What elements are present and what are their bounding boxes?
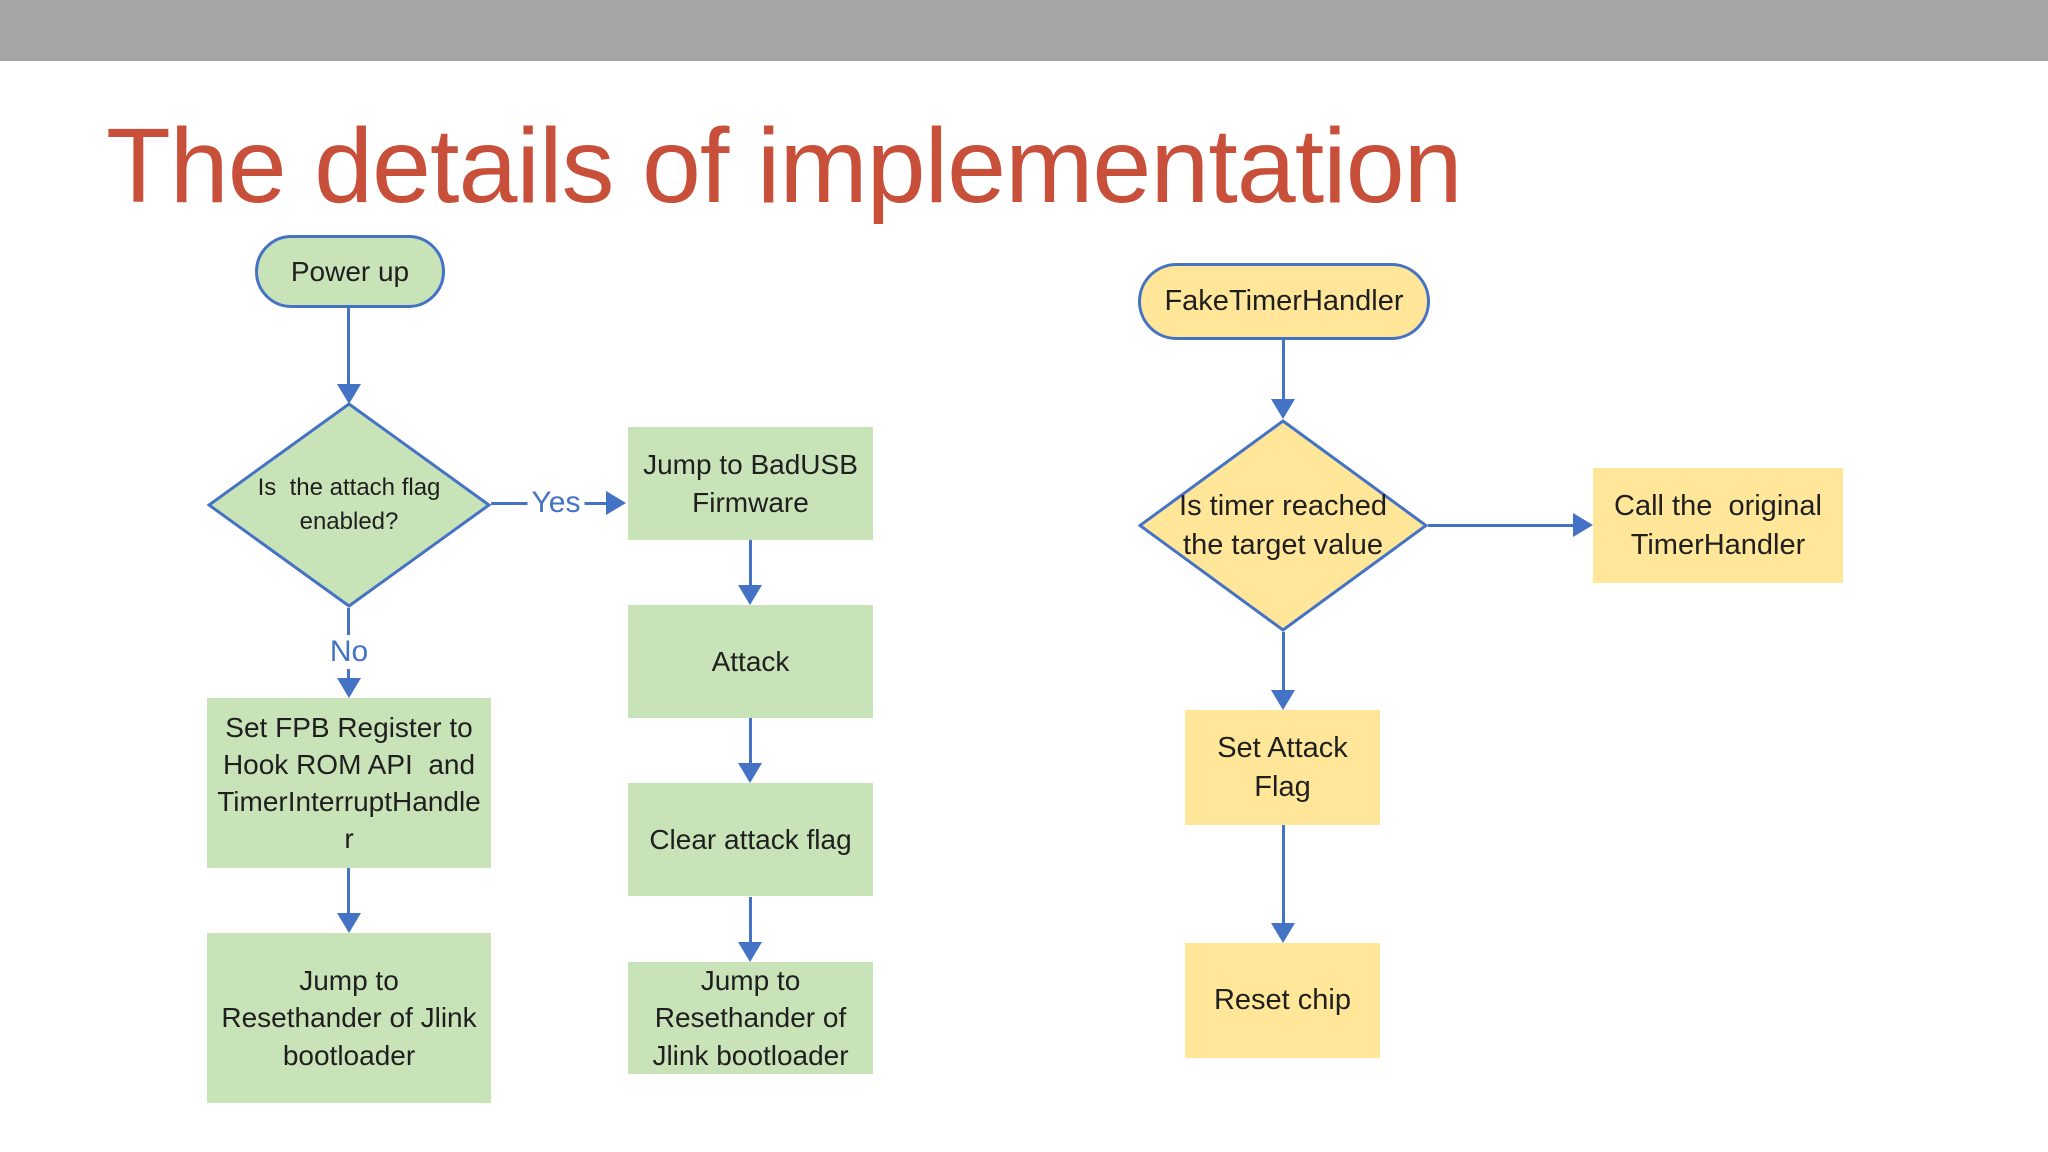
connector-clear-to-jump [749, 897, 752, 944]
arrowhead-down-icon [738, 763, 762, 783]
node-call-original-timerhandler-label: Call the original TimerHandler [1614, 489, 1830, 561]
connector-faketimer-to-decision [1282, 340, 1285, 401]
diamond-shape [1138, 419, 1428, 632]
node-timer-decision: Is timer reached the target value [1138, 419, 1428, 632]
node-attack-label: Attack [711, 645, 790, 677]
node-jump-resethander-mid-label: Jump to Resethander of Jlink bootloader [652, 965, 849, 1071]
node-clear-attack-flag-label: Clear attack flag [649, 823, 852, 855]
connector-setfpb-to-jump [347, 868, 350, 915]
slide-title: The details of implementation [106, 107, 1463, 225]
diamond-shape [207, 402, 491, 608]
node-timer-decision-label: Is timer reached the target value [1179, 489, 1396, 561]
node-power-up: Power up [255, 235, 445, 308]
node-attach-flag-decision-label: Is the attach flag enabled? [257, 474, 448, 535]
node-clear-attack-flag: Clear attack flag [628, 783, 873, 896]
yes-branch-label: Yes [527, 486, 585, 520]
connector-attack-to-clear [749, 718, 752, 765]
node-call-original-timerhandler: Call the original TimerHandler [1593, 468, 1843, 583]
node-set-attack-flag: Set Attack Flag [1185, 710, 1380, 825]
node-power-up-label: Power up [290, 255, 410, 287]
node-fake-timer-handler-label: FakeTimerHandler [1164, 285, 1404, 318]
node-reset-chip-label: Reset chip [1213, 984, 1351, 1017]
node-jump-badusb-label: Jump to BadUSB Firmware [643, 449, 866, 518]
node-attach-flag-decision: Is the attach flag enabled? [207, 402, 491, 608]
connector-decision-to-call [1428, 524, 1575, 527]
arrowhead-down-icon [738, 942, 762, 962]
arrowhead-down-icon [1271, 690, 1295, 710]
node-fake-timer-handler: FakeTimerHandler [1138, 263, 1430, 340]
node-set-fpb-register-label: Set FPB Register to Hook ROM API and Tim… [217, 711, 483, 855]
arrowhead-down-icon [337, 678, 361, 698]
arrowhead-down-icon [337, 913, 361, 933]
connector-setattack-to-reset [1282, 825, 1285, 925]
connector-decision-to-setattack [1282, 632, 1285, 692]
node-set-attack-flag-label: Set Attack Flag [1217, 731, 1356, 803]
connector-powerup-to-decision [347, 308, 350, 386]
slide-top-bar [0, 0, 2048, 61]
no-branch-label: No [325, 635, 373, 669]
node-set-fpb-register: Set FPB Register to Hook ROM API and Tim… [207, 698, 491, 868]
arrowhead-right-icon [1573, 513, 1593, 537]
node-jump-resethander-left-label: Jump to Resethander of Jlink bootloader [221, 965, 477, 1071]
arrowhead-right-icon [606, 491, 626, 515]
arrowhead-down-icon [337, 384, 361, 404]
arrowhead-down-icon [738, 585, 762, 605]
arrowhead-down-icon [1271, 923, 1295, 943]
node-jump-resethander-left: Jump to Resethander of Jlink bootloader [207, 933, 491, 1103]
connector-badusb-to-attack [749, 540, 752, 587]
node-attack: Attack [628, 605, 873, 718]
arrowhead-down-icon [1271, 399, 1295, 419]
node-jump-badusb: Jump to BadUSB Firmware [628, 427, 873, 540]
node-reset-chip: Reset chip [1185, 943, 1380, 1058]
node-jump-resethander-mid: Jump to Resethander of Jlink bootloader [628, 962, 873, 1074]
